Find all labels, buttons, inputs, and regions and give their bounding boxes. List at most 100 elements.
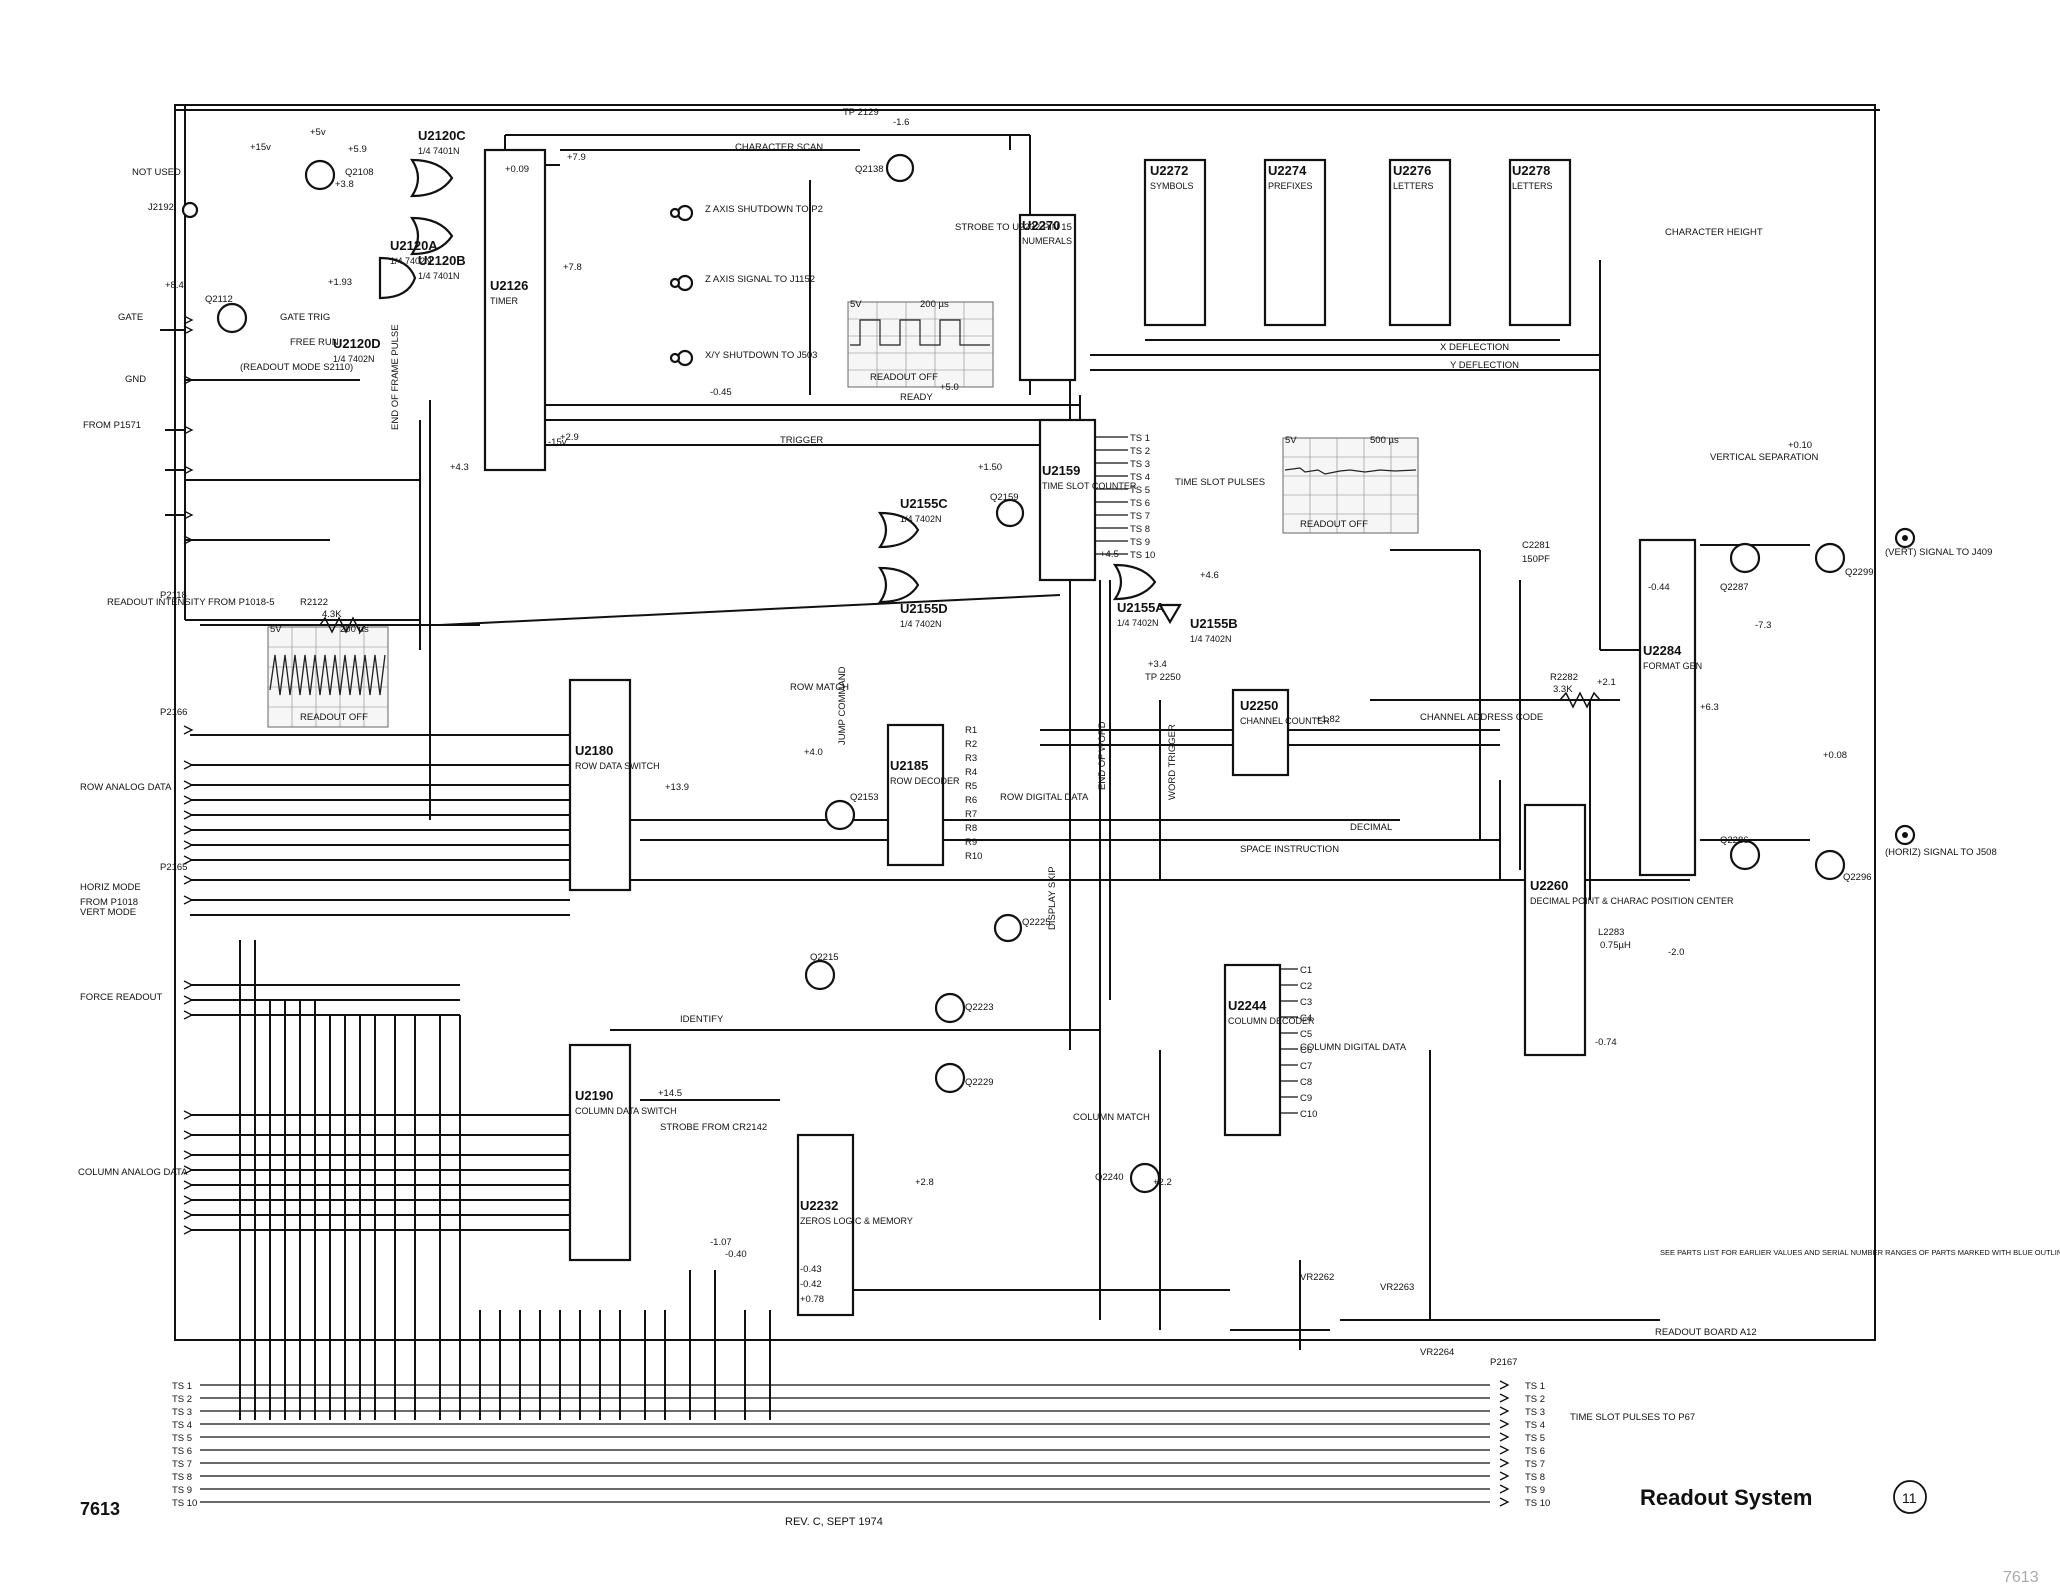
signal-row-analog: ROW ANALOG DATA — [80, 782, 172, 793]
signal-time-slot-out: TIME SLOT PULSES TO P67 — [1570, 1412, 1695, 1423]
chip-sub-U2120B: 1/4 7401N — [418, 271, 460, 281]
chip-sub-U2120D: 1/4 7402N — [333, 354, 375, 364]
component-tp2250: TP 2250 — [1145, 672, 1181, 683]
chip-name-U2120D: U2120D — [333, 336, 381, 351]
signal-x-deflection: X DEFLECTION — [1440, 342, 1509, 353]
connector-pin — [183, 1110, 194, 1120]
component-vr2264: VR2264 — [1420, 1347, 1454, 1358]
voltage-reading: -0.40 — [725, 1249, 747, 1260]
ts-right-label: TS 4 — [1525, 1420, 1545, 1431]
signal-trigger: TRIGGER — [780, 435, 823, 446]
chip-U2260 — [1523, 803, 1587, 1057]
chip-name-U2155A: U2155A — [1117, 600, 1165, 615]
chip-U2270 — [1018, 213, 1077, 382]
voltage-reading: +2.1 — [1597, 677, 1616, 688]
voltage-reading: -2.0 — [1668, 947, 1684, 958]
chip-name-U2120B: U2120B — [418, 253, 466, 268]
signal-vert-signal: (VERT) SIGNAL TO J409 — [1885, 547, 1992, 558]
chip-name-U2276: U2276 — [1393, 163, 1431, 178]
component-p2165: P2165 — [160, 862, 187, 873]
voltage-reading: -0.74 — [1595, 1037, 1617, 1048]
chip-name-U2232: U2232 — [800, 1198, 838, 1213]
connector-pin — [183, 1210, 194, 1220]
signal-word-trigger: WORD TRIGGER — [1167, 724, 1178, 800]
chip-U2284 — [1638, 538, 1697, 877]
signal-row-match: ROW MATCH — [790, 682, 849, 693]
gate-U2120C — [409, 158, 454, 198]
scope-waveform-1 — [267, 626, 389, 728]
voltage-reading: +7.9 — [567, 152, 586, 163]
voltage-reading: +6.3 — [1700, 702, 1719, 713]
ts-right-label: TS 5 — [1525, 1433, 1545, 1444]
signal-display-skip: DISPLAY SKIP — [1047, 866, 1058, 930]
transistor-Q2299 — [1814, 542, 1846, 574]
signal-character-height: CHARACTER HEIGHT — [1665, 227, 1763, 238]
ts-left-label: TS 1 — [172, 1381, 192, 1392]
chip-U2159 — [1038, 418, 1097, 582]
component-q2215: Q2215 — [810, 952, 839, 963]
chip-sub-U2120C: 1/4 7401N — [418, 146, 460, 156]
scope-volt: 5V — [1285, 435, 1297, 446]
voltage-labels: +5v+15v-15v+5.9+3.8+1.93+8.4+0.09+7.9+7.… — [165, 127, 1847, 1305]
chip-sub-U2272: SYMBOLS — [1150, 181, 1194, 191]
voltage-reading: +2.8 — [915, 1177, 934, 1188]
connector-pin — [183, 725, 194, 735]
ts-right-label: TS 3 — [1525, 1407, 1545, 1418]
voltage-reading: -7.3 — [1755, 620, 1771, 631]
chip-name-U2120A: U2120A — [390, 238, 438, 253]
signal-gate-trig: GATE TRIG — [280, 312, 330, 323]
signal-column-analog: COLUMN ANALOG DATA — [78, 1167, 188, 1178]
chip-sub-U2250: CHANNEL COUNTER — [1240, 716, 1330, 726]
voltage-reading: +0.78 — [800, 1294, 824, 1305]
chip-sub-U2180: ROW DATA SWITCH — [575, 761, 660, 771]
signal-gnd: GND — [125, 374, 146, 385]
ts-left-label: TS 3 — [172, 1407, 192, 1418]
connector-pin — [183, 1180, 194, 1190]
chip-U2244 — [1223, 963, 1282, 1137]
connector-pin — [1499, 1380, 1510, 1390]
ts-right-label: TS 1 — [1525, 1381, 1545, 1392]
transistor-Q2240 — [1129, 1162, 1161, 1194]
ts-right-label: TS 9 — [1525, 1485, 1545, 1496]
signal-decimal: DECIMAL — [1350, 822, 1392, 833]
chip-U2180 — [568, 678, 632, 892]
signal-horiz-mode: HORIZ MODE — [80, 882, 141, 893]
signal-from-p1018: FROM P1018 — [80, 897, 138, 908]
chip-sub-U2260: DECIMAL POINT & CHARAC POSITION CENTER — [1530, 896, 1734, 906]
connector-pin — [183, 855, 194, 865]
diagram-number-badge: 11 — [1893, 1480, 1927, 1514]
component-r2282v: 3.3K — [1553, 684, 1573, 695]
connector-pin — [1499, 1419, 1510, 1429]
chip-sub-U2270: NUMERALS — [1022, 236, 1072, 246]
component-q2138: Q2138 — [855, 164, 884, 175]
scope-time: 200 µs — [340, 624, 369, 635]
connector-pin — [183, 510, 194, 520]
ts-left-label: TS 9 — [172, 1485, 192, 1496]
parts-note: SEE PARTS LIST FOR EARLIER VALUES AND SE… — [1660, 1248, 2060, 1257]
connector-pin — [183, 840, 194, 850]
chip-name-U2120C: U2120C — [418, 128, 466, 143]
voltage-reading: +8.4 — [165, 280, 184, 291]
ts-u2159-label: TS 3 — [1130, 459, 1150, 470]
chip-U2274 — [1263, 158, 1327, 327]
component-p2118: P2118 — [160, 590, 187, 601]
signal-end-of-word: END OF WORD — [1097, 721, 1108, 790]
chip-U2250 — [1231, 688, 1290, 777]
resistor-R2122 — [319, 616, 366, 634]
row-output-label: R5 — [965, 781, 977, 792]
chip-U2272 — [1143, 158, 1207, 327]
connector-pin — [1499, 1484, 1510, 1494]
chip-name-U2126: U2126 — [490, 278, 528, 293]
signal-free-run: FREE RUN — [290, 337, 339, 348]
row-output-label: R3 — [965, 753, 977, 764]
connector-pin — [183, 425, 194, 435]
connector-pin — [183, 1010, 194, 1020]
ts-left-label: TS 2 — [172, 1394, 192, 1405]
component-c2281v: 150PF — [1522, 554, 1550, 565]
signal-strobe: STROBE TO U2232 PIN 15 — [955, 222, 1072, 233]
transistor-Q2223 — [934, 992, 966, 1024]
voltage-reading: +4.6 — [1200, 570, 1219, 581]
column-output-label: C10 — [1300, 1109, 1317, 1120]
column-output-label: C1 — [1300, 965, 1312, 976]
